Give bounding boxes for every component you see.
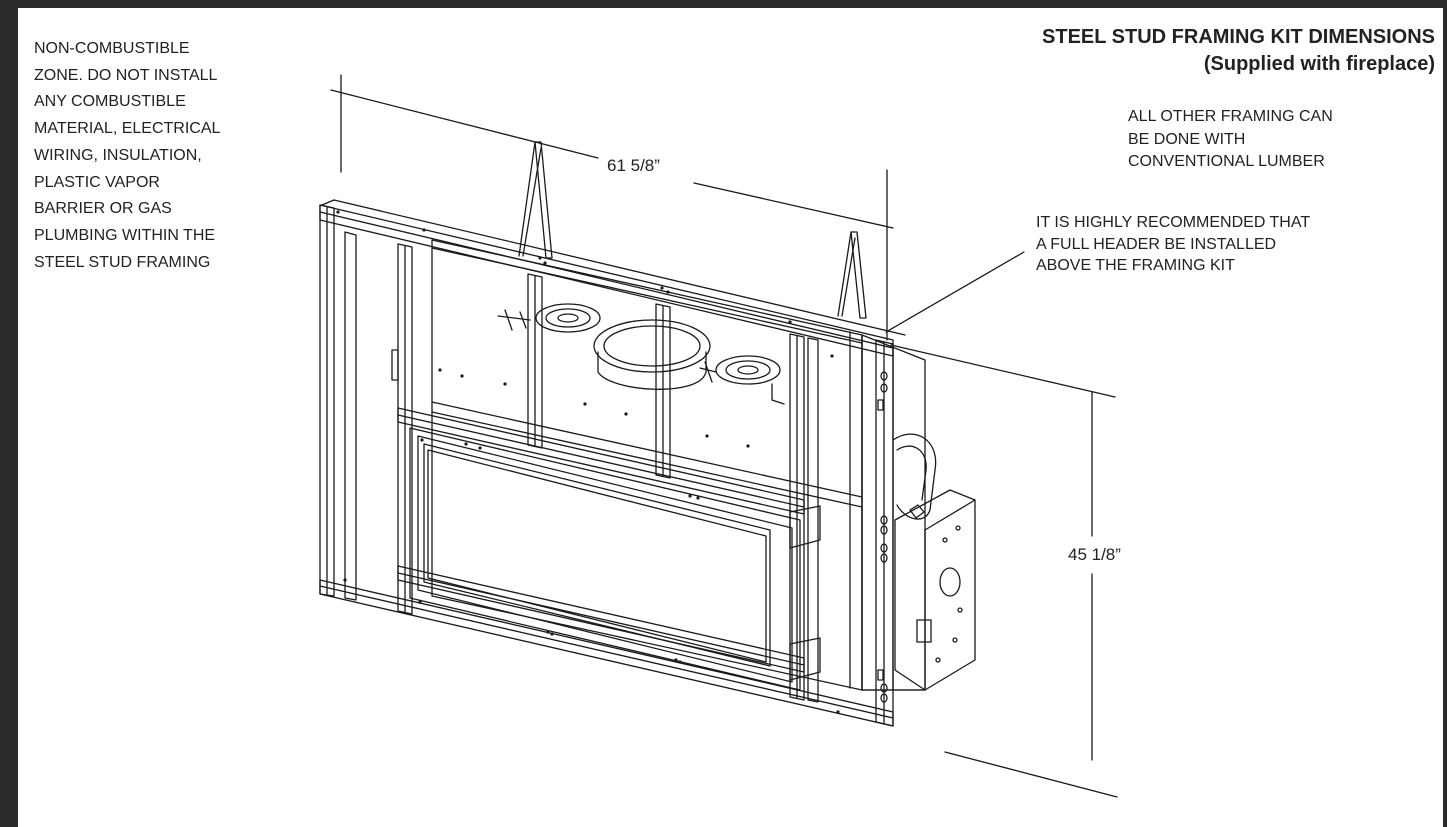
- warning-line: PLASTIC VAPOR: [34, 173, 160, 191]
- header-leader-line: [885, 251, 1025, 333]
- width-dimension-lines: [330, 74, 894, 341]
- burner-right: [699, 355, 785, 405]
- warning-line: ZONE. DO NOT INSTALL: [34, 66, 218, 84]
- warning-line: MATERIAL, ELECTRICAL: [34, 120, 221, 138]
- header-note-line: A FULL HEADER BE INSTALLED: [1036, 235, 1277, 253]
- steel-stud-frame: [319, 199, 906, 727]
- header-note-line: IT IS HIGHLY RECOMMENDED THAT: [1036, 214, 1311, 231]
- warning-line: ANY COMBUSTIBLE: [34, 93, 186, 111]
- warning-line: WIRING, INSULATION,: [34, 146, 202, 164]
- width-dimension-label: 61 5/8”: [607, 156, 660, 175]
- height-dimension-lines: [890, 344, 1118, 798]
- conventional-lumber-note: ALL OTHER FRAMING CAN BE DONE WITH CONVE…: [1128, 106, 1333, 174]
- mounting-strap-right: [837, 231, 867, 319]
- header-note-line: ABOVE THE FRAMING KIT: [1036, 257, 1235, 274]
- height-dimension-label: 45 1/8”: [1068, 545, 1121, 564]
- gas-valve-box: [894, 489, 976, 691]
- full-header-note: IT IS HIGHLY RECOMMENDED THAT A FULL HEA…: [1036, 212, 1310, 277]
- framing-note-line: CONVENTIONAL LUMBER: [1128, 153, 1325, 170]
- title-line-1: STEEL STUD FRAMING KIT DIMENSIONS: [1042, 26, 1435, 48]
- warning-line: NON-COMBUSTIBLE: [34, 40, 190, 57]
- vent-collar: [593, 319, 711, 390]
- mounting-strap-left: [518, 141, 553, 259]
- title-line-2: (Supplied with fireplace): [1203, 53, 1435, 75]
- frame-rivets: [336, 210, 840, 714]
- warning-line: STEEL STUD FRAMING: [34, 253, 211, 271]
- framing-note-line: BE DONE WITH: [1128, 130, 1246, 148]
- firebox-side-tab: [391, 349, 399, 381]
- warning-line: PLUMBING WITHIN THE: [34, 226, 216, 244]
- warning-line: BARRIER OR GAS: [34, 200, 172, 218]
- burner-left: [497, 303, 601, 333]
- non-combustible-warning-note: NON-COMBUSTIBLE ZONE. DO NOT INSTALL ANY…: [34, 36, 220, 276]
- framing-note-line: ALL OTHER FRAMING CAN: [1128, 108, 1333, 125]
- diagram-title: STEEL STUD FRAMING KIT DIMENSIONS (Suppl…: [1042, 24, 1435, 78]
